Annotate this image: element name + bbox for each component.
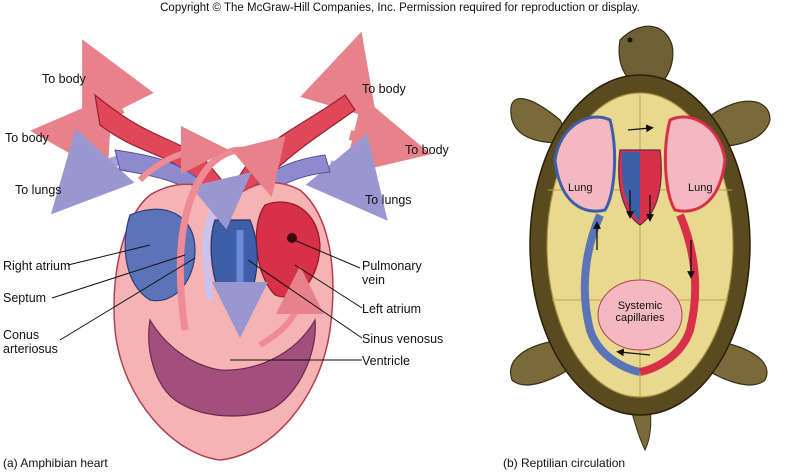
label-right-atrium: Right atrium (3, 259, 71, 273)
label-to-body-left: To body (5, 131, 49, 145)
label-lung-left: Lung (568, 182, 593, 194)
label-to-lungs-right: To lungs (365, 193, 412, 207)
copyright-notice: Copyright © The McGraw-Hill Companies, I… (160, 2, 640, 14)
systemic-capillary-bed (597, 279, 683, 351)
label-septum: Septum (3, 291, 47, 305)
label-lung-right: Lung (688, 182, 713, 194)
turtle-lung-right (663, 115, 727, 213)
deoxy-flow-arrow (190, 172, 252, 301)
turtle-flow-arrows (593, 124, 695, 357)
label-pulmonary-vein: Pulmonary vein (362, 259, 422, 287)
label-sinus-venosus: Sinus venosus (362, 332, 444, 346)
to-body-arrow-top-left (82, 39, 154, 129)
venous-return-vessel (580, 213, 641, 376)
label-conus-line1: Conus (3, 328, 40, 342)
arterial-vessel (639, 213, 700, 376)
turtle-heart-right-side (621, 152, 640, 222)
caption-amphibian: (a) Amphibian heart (3, 456, 108, 470)
turtle-lung-left (553, 115, 617, 213)
caption-reptilian: (b) Reptilian circulation (503, 456, 626, 470)
to-lungs-arrow-left (50, 128, 135, 215)
label-pulmonary-line2: vein (362, 273, 385, 287)
ventricle-chamber (148, 318, 316, 417)
label-to-body-top-left: To body (42, 72, 86, 86)
label-pulmonary-line1: Pulmonary (362, 259, 422, 273)
label-left-atrium: Left atrium (362, 302, 422, 316)
label-systemic-line2: capillaries (615, 312, 665, 324)
label-to-body-top-right: To body (362, 82, 406, 96)
label-to-lungs-left: To lungs (15, 183, 62, 197)
label-to-body-right: To body (405, 143, 449, 157)
label-conus-line2: arteriosus (3, 342, 58, 356)
label-systemic-line1: Systemic (617, 300, 663, 312)
label-conus-arteriosus: Conus arteriosus (3, 328, 58, 356)
turtle-eye (627, 37, 633, 43)
turtle-tail (629, 404, 652, 452)
label-ventricle: Ventricle (362, 354, 410, 368)
to-lungs-arrow-right (305, 133, 388, 221)
leader-lines-amphibian (51, 239, 363, 361)
arch-flow-arrow (137, 126, 229, 183)
left-atrium-flow-arrow (258, 266, 324, 348)
label-systemic-capillaries: Systemic capillaries (605, 300, 675, 324)
